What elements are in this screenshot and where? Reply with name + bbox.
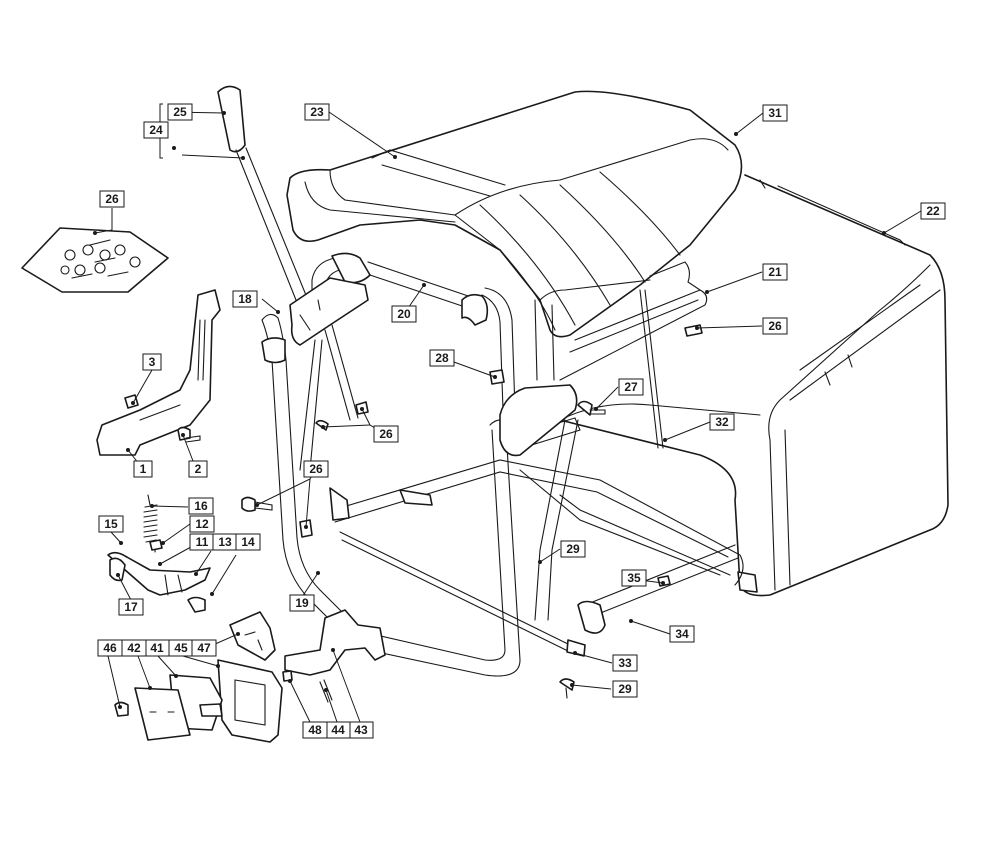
svg-text:23: 23 xyxy=(310,105,324,119)
callout-26-left: 26 xyxy=(373,425,399,443)
callout-27: 27 xyxy=(618,378,644,396)
callout-31: 31 xyxy=(762,104,788,122)
svg-text:19: 19 xyxy=(295,596,309,610)
svg-text:29: 29 xyxy=(618,682,632,696)
callout-47: 47 xyxy=(191,639,217,657)
svg-text:11: 11 xyxy=(196,535,209,549)
callout-labels: 1 2 3 11 12 13 14 15 16 17 18 19 20 21 2… xyxy=(97,103,946,739)
callout-22: 22 xyxy=(920,202,946,220)
svg-text:25: 25 xyxy=(173,105,187,119)
svg-text:22: 22 xyxy=(926,204,940,218)
svg-text:29: 29 xyxy=(566,542,580,556)
svg-text:17: 17 xyxy=(124,600,138,614)
leader-lines xyxy=(94,103,922,723)
callout-26-right: 26 xyxy=(762,317,788,335)
svg-text:3: 3 xyxy=(149,355,156,369)
bolt-27 xyxy=(577,400,606,416)
bolt-12 xyxy=(149,539,163,551)
callout-11: 11 xyxy=(189,533,215,551)
callout-23: 23 xyxy=(304,103,330,121)
screw-35 xyxy=(657,575,671,587)
svg-text:18: 18 xyxy=(238,292,252,306)
bolt-14 xyxy=(187,596,206,613)
callout-32: 32 xyxy=(709,413,735,431)
screw-29b xyxy=(559,678,575,699)
leader-dots xyxy=(93,111,886,709)
lower-frame-rods xyxy=(329,459,744,657)
svg-text:26: 26 xyxy=(309,462,323,476)
svg-text:21: 21 xyxy=(768,265,782,279)
callout-16: 16 xyxy=(188,497,214,515)
svg-text:48: 48 xyxy=(308,723,322,737)
svg-text:24: 24 xyxy=(149,123,163,137)
svg-text:27: 27 xyxy=(624,380,638,394)
nut-3 xyxy=(124,394,139,409)
callout-34: 34 xyxy=(669,625,695,643)
callout-3: 3 xyxy=(142,353,162,371)
callout-2: 2 xyxy=(188,460,208,478)
callout-29-screw: 29 xyxy=(612,680,638,698)
callout-42: 42 xyxy=(121,639,147,657)
svg-text:35: 35 xyxy=(627,571,641,585)
svg-text:41: 41 xyxy=(150,641,164,655)
callout-26-center: 26 xyxy=(303,460,329,478)
svg-text:43: 43 xyxy=(354,723,368,737)
callout-19: 19 xyxy=(289,594,315,612)
callout-13: 13 xyxy=(212,533,238,551)
svg-text:42: 42 xyxy=(127,641,141,655)
callout-1: 1 xyxy=(133,460,153,478)
svg-text:26: 26 xyxy=(768,319,782,333)
callout-14: 14 xyxy=(235,533,261,551)
callout-48: 48 xyxy=(302,721,328,739)
svg-text:15: 15 xyxy=(104,517,118,531)
callout-24: 24 xyxy=(143,121,169,139)
svg-text:44: 44 xyxy=(331,723,345,737)
svg-text:13: 13 xyxy=(218,535,232,549)
callout-41: 41 xyxy=(144,639,170,657)
lift-lever xyxy=(217,85,369,471)
bracket-plate xyxy=(96,289,221,456)
svg-text:1: 1 xyxy=(140,462,147,476)
callout-44: 44 xyxy=(325,721,351,739)
callout-35: 35 xyxy=(621,569,647,587)
callout-26-pack: 26 xyxy=(99,190,125,208)
bolt-26c xyxy=(241,496,273,512)
callout-46: 46 xyxy=(97,639,123,657)
callout-21: 21 xyxy=(762,263,788,281)
callout-43: 43 xyxy=(348,721,374,739)
collector-bag xyxy=(534,174,949,597)
svg-text:20: 20 xyxy=(397,307,411,321)
arm-13 xyxy=(107,551,211,596)
callout-20: 20 xyxy=(391,305,417,323)
svg-text:47: 47 xyxy=(197,641,211,655)
callout-33: 33 xyxy=(612,654,638,672)
svg-text:26: 26 xyxy=(105,192,119,206)
callout-29-rod: 29 xyxy=(560,540,586,558)
svg-text:12: 12 xyxy=(195,517,209,531)
callout-45: 45 xyxy=(168,639,194,657)
svg-text:45: 45 xyxy=(174,641,188,655)
callout-18: 18 xyxy=(232,290,258,308)
hardware-pack xyxy=(21,227,169,293)
callout-12: 12 xyxy=(189,515,215,533)
svg-text:28: 28 xyxy=(435,351,449,365)
svg-text:32: 32 xyxy=(715,415,729,429)
switch-assembly xyxy=(114,609,386,743)
svg-text:46: 46 xyxy=(103,641,117,655)
svg-text:26: 26 xyxy=(379,427,393,441)
svg-text:16: 16 xyxy=(194,499,208,513)
seat-cover xyxy=(286,90,743,338)
svg-text:2: 2 xyxy=(195,462,202,476)
svg-text:34: 34 xyxy=(675,627,689,641)
callout-28: 28 xyxy=(429,349,455,367)
callout-15: 15 xyxy=(98,515,124,533)
svg-text:31: 31 xyxy=(768,106,782,120)
svg-text:33: 33 xyxy=(618,656,632,670)
callout-17: 17 xyxy=(118,598,144,616)
svg-text:14: 14 xyxy=(241,535,255,549)
callout-25: 25 xyxy=(167,103,193,121)
